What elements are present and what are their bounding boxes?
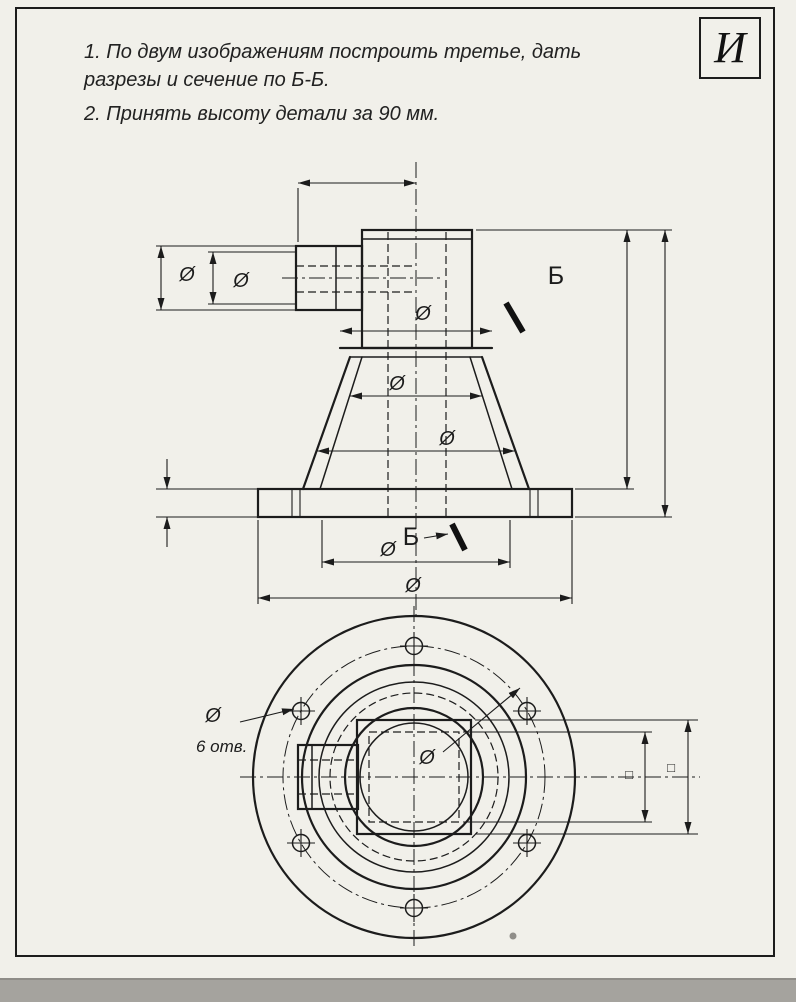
flange-step-circle (318, 681, 510, 873)
task-variant-box: И (699, 17, 761, 79)
cone-inner-right (469, 356, 513, 490)
bolt-hole (400, 894, 428, 922)
front-view: Ø Ø Ø Ø Ø Ø Ø Б Б (156, 162, 672, 618)
bolt-hole (513, 829, 541, 857)
scan-speck (509, 932, 517, 940)
flange-outline (256, 487, 574, 519)
bore-circle (359, 722, 469, 832)
hidden-circle (329, 692, 499, 862)
square-boss-hidden (368, 731, 460, 823)
dim-label-side-boss-outer: Ø (178, 264, 196, 286)
cone-top-circle (343, 706, 485, 848)
bolt-hole (287, 829, 315, 857)
section-letter-bottom: Б (403, 523, 419, 551)
task-instructions: 1. По двум изображениям построить третье… (84, 38, 674, 128)
dim-label-square-inner: □ (625, 767, 633, 782)
sheet-frame (15, 7, 775, 957)
section-arrow-bottom (423, 532, 449, 540)
scanned-page-edge (0, 978, 796, 1002)
bolt-hole-leader (239, 708, 295, 723)
section-mark-bottom (449, 522, 468, 552)
dim-label-cone-base: Ø (438, 428, 456, 450)
dim-label-center-bore: Ø (418, 747, 436, 769)
instruction-line-3: 2. Принять высоту детали за 90 мм. (84, 102, 440, 125)
side-boss-projection (296, 743, 360, 811)
instruction-line-2: разрезы и сечение по Б-Б. (84, 69, 330, 92)
bolt-hole (287, 697, 315, 725)
cone-inner-left (319, 356, 363, 490)
dim-label-shoulder: Ø (414, 303, 432, 325)
variant-letter: И (714, 23, 746, 72)
cone-outer-right (480, 355, 531, 491)
bolt-hole (513, 697, 541, 725)
dim-label-flange-step: Ø (379, 539, 397, 561)
dim-label-side-boss-inner: Ø (232, 270, 250, 292)
section-letter-top: Б (548, 262, 564, 290)
dim-label-bolt-hole-diameter: Ø (204, 705, 222, 727)
dim-label-cone-top: Ø (388, 373, 406, 395)
cone-base-circle (300, 663, 528, 891)
section-mark-top (503, 301, 526, 334)
cone-outer-left (301, 355, 352, 491)
bolt-circle (282, 645, 546, 909)
flange-outer-circle (251, 614, 577, 940)
bolt-holes-note: 6 отв. (196, 737, 247, 756)
top-boss-outline (360, 228, 474, 350)
dim-label-flange-outer: Ø (404, 575, 422, 597)
instruction-line-1: 1. По двум изображениям построить третье… (84, 41, 582, 63)
bottom-view: Ø 6 отв. Ø □ □ (196, 606, 700, 948)
bolt-hole (400, 632, 428, 660)
dim-label-square-outer: □ (667, 760, 675, 775)
